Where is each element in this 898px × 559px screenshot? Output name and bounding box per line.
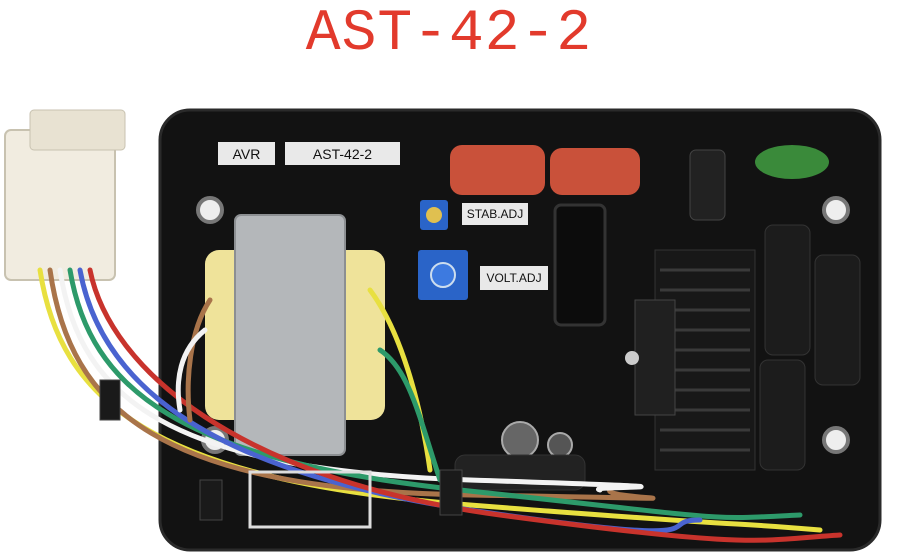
- heatsink: [625, 249, 756, 471]
- avr-label: AVR: [218, 142, 275, 165]
- product-title: AST-42-2: [305, 2, 593, 67]
- chip: [689, 149, 726, 221]
- label-sticker: [248, 470, 372, 529]
- stab-adj-label: STAB.ADJ: [462, 203, 528, 225]
- relay: [553, 203, 607, 327]
- wire-connector: [4, 109, 126, 281]
- volt-adj-knob: [430, 262, 456, 288]
- stab-adj-knob: [426, 207, 442, 223]
- transformer-core: [234, 214, 346, 456]
- capacitor-orange-2: [550, 148, 640, 195]
- cable-ties: [99, 379, 463, 521]
- volt-adj-label: VOLT.ADJ: [480, 266, 548, 290]
- capacitor-orange-1: [450, 145, 545, 195]
- wire-harness: [37, 267, 843, 543]
- component: [764, 224, 811, 356]
- capacitor-green: [755, 145, 829, 179]
- electrolytic-capacitor: [547, 432, 573, 458]
- electrolytic-capacitor: [501, 421, 539, 459]
- component: [759, 359, 806, 471]
- component: [814, 254, 861, 386]
- model-label: AST-42-2: [285, 142, 400, 165]
